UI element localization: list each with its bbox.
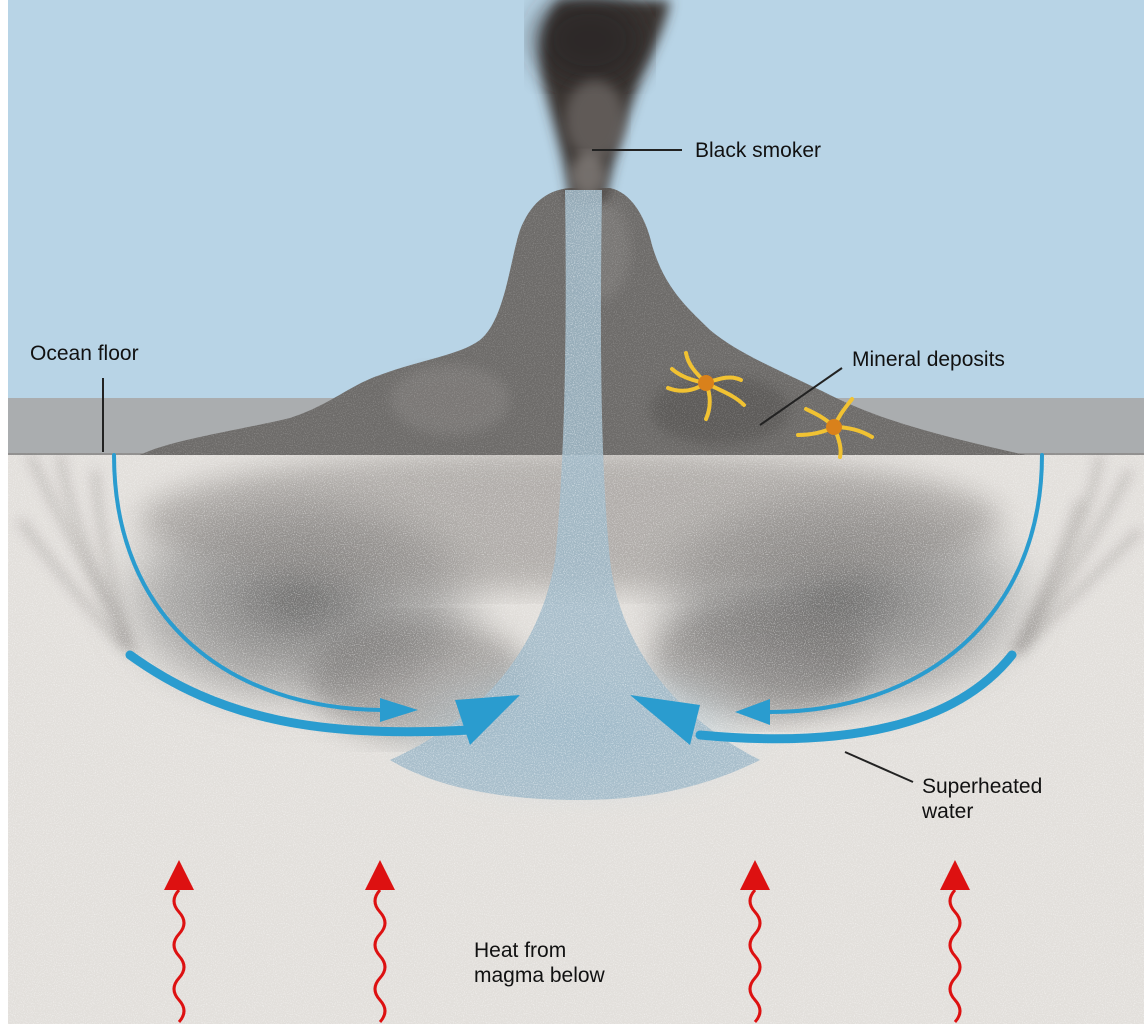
superheated-water-line1: Superheated <box>922 774 1042 799</box>
ocean-floor-label: Ocean floor <box>30 341 139 366</box>
heat-from-magma-line2: magma below <box>474 963 605 988</box>
heat-from-magma-line1: Heat from <box>474 938 605 963</box>
superheated-water-line2: water <box>922 799 1042 824</box>
mineral-deposits-label: Mineral deposits <box>852 347 1005 372</box>
heat-from-magma-label: Heat from magma below <box>474 938 605 988</box>
black-smoker-label: Black smoker <box>695 138 821 163</box>
superheated-water-label: Superheated water <box>922 774 1042 824</box>
